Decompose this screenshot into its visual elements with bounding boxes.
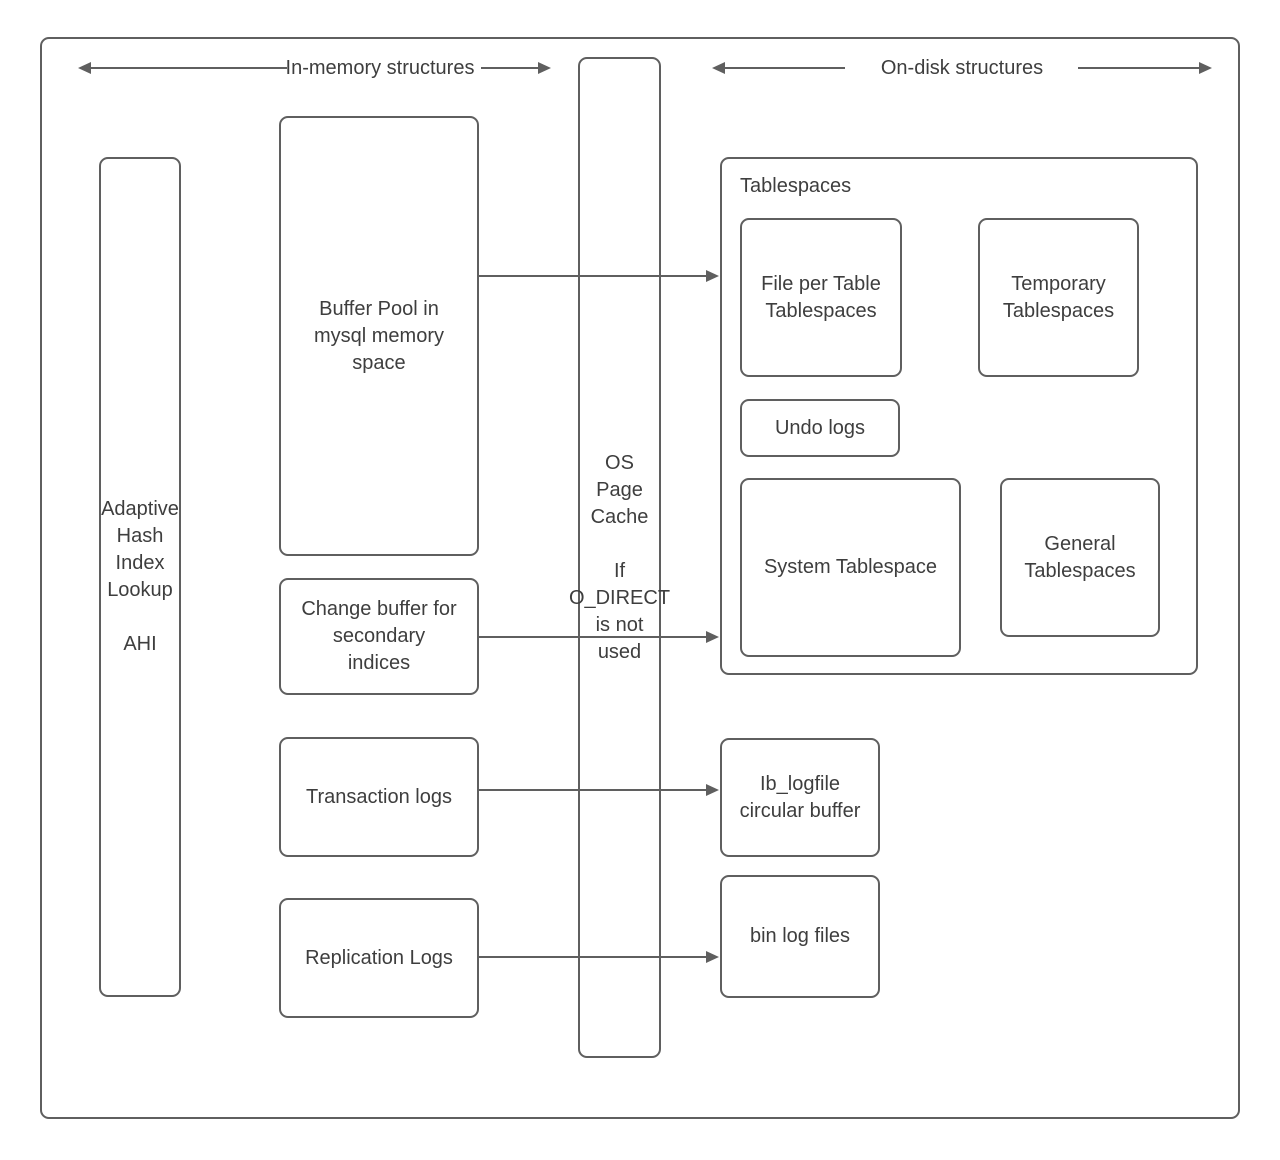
undo-logs-label: Undo logs bbox=[774, 416, 866, 439]
arrowhead-right-icon bbox=[706, 631, 719, 643]
arrowhead-right-icon bbox=[706, 784, 719, 796]
bin-log-files-box: bin log files bbox=[720, 875, 880, 998]
connector-line bbox=[481, 67, 539, 69]
in-memory-header: In-memory structures bbox=[285, 57, 475, 79]
undo-logs-box: Undo logs bbox=[740, 399, 900, 457]
system-tablespace-label: System Tablespace bbox=[763, 556, 938, 578]
replication-logs-box: Replication Logs bbox=[279, 898, 479, 1018]
buffer-pool-label: Buffer Pool in mysql memory space bbox=[313, 297, 444, 374]
on-disk-header: On-disk structures bbox=[880, 57, 1044, 79]
file-per-table-box: File per Table Tablespaces bbox=[740, 218, 902, 377]
tablespaces-container: Tablespaces bbox=[720, 157, 1198, 675]
ib-logfile-label: Ib_logfile circular buffer bbox=[739, 772, 861, 822]
tablespaces-title: Tablespaces bbox=[740, 175, 852, 197]
bin-log-files-label: bin log files bbox=[749, 925, 851, 947]
replication-logs-label: Replication Logs bbox=[305, 946, 453, 969]
general-tablespaces-label: General Tablespaces bbox=[1024, 532, 1136, 582]
buffer-pool-box: Buffer Pool in mysql memory space bbox=[279, 116, 479, 556]
connector-line bbox=[1078, 67, 1200, 69]
general-tablespaces-box: General Tablespaces bbox=[1000, 478, 1160, 637]
os-page-cache-label: OS Page Cache If O_DIRECT is not used bbox=[568, 451, 671, 663]
change-buffer-box: Change buffer for secondary indices bbox=[279, 578, 479, 695]
transaction-logs-box: Transaction logs bbox=[279, 737, 479, 857]
transaction-logs-label: Transaction logs bbox=[306, 785, 452, 808]
outer-frame bbox=[40, 37, 1240, 1119]
connector-line bbox=[89, 67, 287, 69]
arrowhead-left-icon bbox=[712, 62, 725, 74]
arrowhead-left-icon bbox=[78, 62, 91, 74]
arrowhead-right-icon bbox=[706, 951, 719, 963]
arrowhead-right-icon bbox=[1199, 62, 1212, 74]
adaptive-hash-index-box: Adaptive Hash Index Lookup AHI bbox=[99, 157, 181, 997]
connector-line bbox=[723, 67, 845, 69]
ib-logfile-box: Ib_logfile circular buffer bbox=[720, 738, 880, 857]
connector-line bbox=[479, 275, 707, 277]
connector-line bbox=[479, 956, 707, 958]
connector-line bbox=[479, 789, 707, 791]
temporary-tablespaces-box: Temporary Tablespaces bbox=[978, 218, 1139, 377]
adaptive-hash-index-label: Adaptive Hash Index Lookup AHI bbox=[101, 498, 179, 655]
system-tablespace-box: System Tablespace bbox=[740, 478, 961, 657]
os-page-cache-box: OS Page Cache If O_DIRECT is not used bbox=[569, 57, 670, 1058]
arrowhead-right-icon bbox=[538, 62, 551, 74]
file-per-table-label: File per Table Tablespaces bbox=[761, 272, 881, 322]
arrowhead-right-icon bbox=[706, 270, 719, 282]
temporary-tablespaces-label: Temporary Tablespaces bbox=[1002, 272, 1115, 322]
connector-line bbox=[479, 636, 707, 638]
change-buffer-label: Change buffer for secondary indices bbox=[301, 598, 457, 674]
